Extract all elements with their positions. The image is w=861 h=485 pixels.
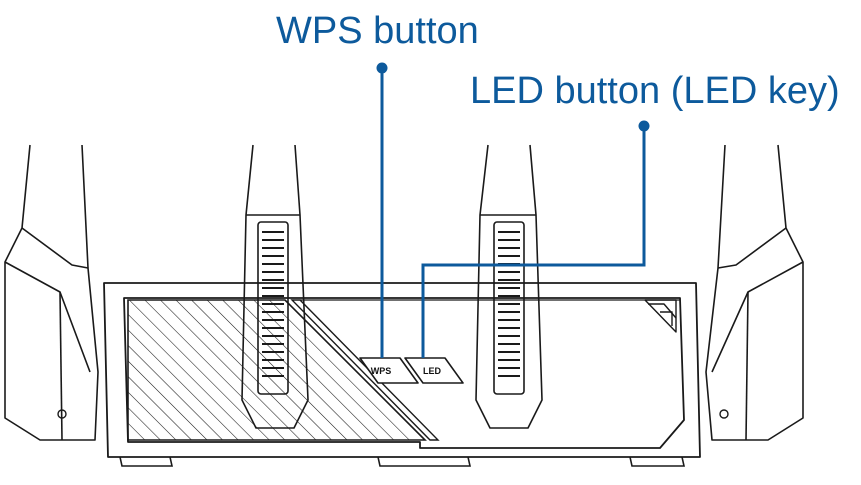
led-button[interactable]: LED <box>404 357 464 384</box>
left-outer-antenna <box>4 144 99 441</box>
led-button-text: LED <box>423 366 442 376</box>
wps-callout-line <box>376 62 388 358</box>
wps-button[interactable]: WPS <box>359 357 419 384</box>
hatched-panel <box>127 299 427 441</box>
right-antenna-hole <box>719 409 729 419</box>
wps-button-text: WPS <box>371 366 392 376</box>
left-antenna-grille <box>262 231 284 377</box>
logo-emblem-icon <box>644 299 677 333</box>
right-antenna-grille <box>498 231 520 377</box>
right-outer-antenna <box>705 144 804 441</box>
left-inner-antenna <box>241 144 309 429</box>
diagonal-trim <box>290 299 440 441</box>
router-feet <box>119 456 685 467</box>
left-antenna-hole <box>57 409 67 419</box>
wps-button-label: WPS button <box>276 10 479 52</box>
led-button-label: LED button (LED key) <box>470 70 840 112</box>
led-callout-line <box>421 120 650 358</box>
right-inner-antenna <box>475 144 543 429</box>
